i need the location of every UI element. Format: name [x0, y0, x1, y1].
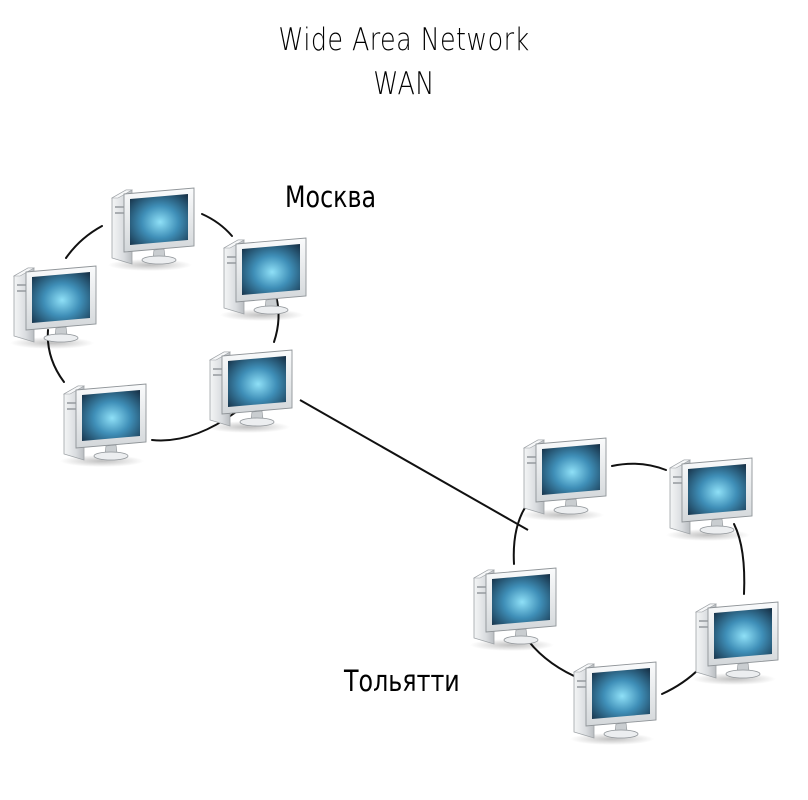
network-label-moscow: Москва — [285, 180, 377, 214]
network-label-tolyatti: Тольятти — [344, 664, 460, 698]
ring-cable-segment — [46, 329, 65, 383]
network-links — [46, 213, 746, 695]
desktop-computer-icon — [219, 237, 307, 322]
ring-cable-segment — [65, 225, 103, 259]
diagram-title: Wide Area Network — [278, 22, 530, 58]
desktop-computer-icon — [469, 567, 557, 652]
ring-cable-segment — [201, 213, 233, 237]
network-nodes — [9, 187, 779, 746]
ring-cable-segment — [611, 462, 667, 471]
desktop-computer-icon — [665, 457, 753, 542]
desktop-computer-icon — [691, 601, 779, 686]
ring-cable-segment — [661, 667, 701, 695]
ring-cable-segment — [733, 523, 746, 595]
desktop-computer-icon — [569, 661, 657, 746]
diagram-subtitle: WAN — [373, 66, 435, 102]
wan-link-line — [299, 399, 529, 531]
desktop-computer-icon — [59, 383, 147, 468]
desktop-computer-icon — [205, 349, 293, 434]
desktop-computer-icon — [519, 437, 607, 522]
ring-cable-segment — [512, 505, 527, 565]
desktop-computer-icon — [107, 187, 195, 272]
desktop-computer-icon — [9, 265, 97, 350]
